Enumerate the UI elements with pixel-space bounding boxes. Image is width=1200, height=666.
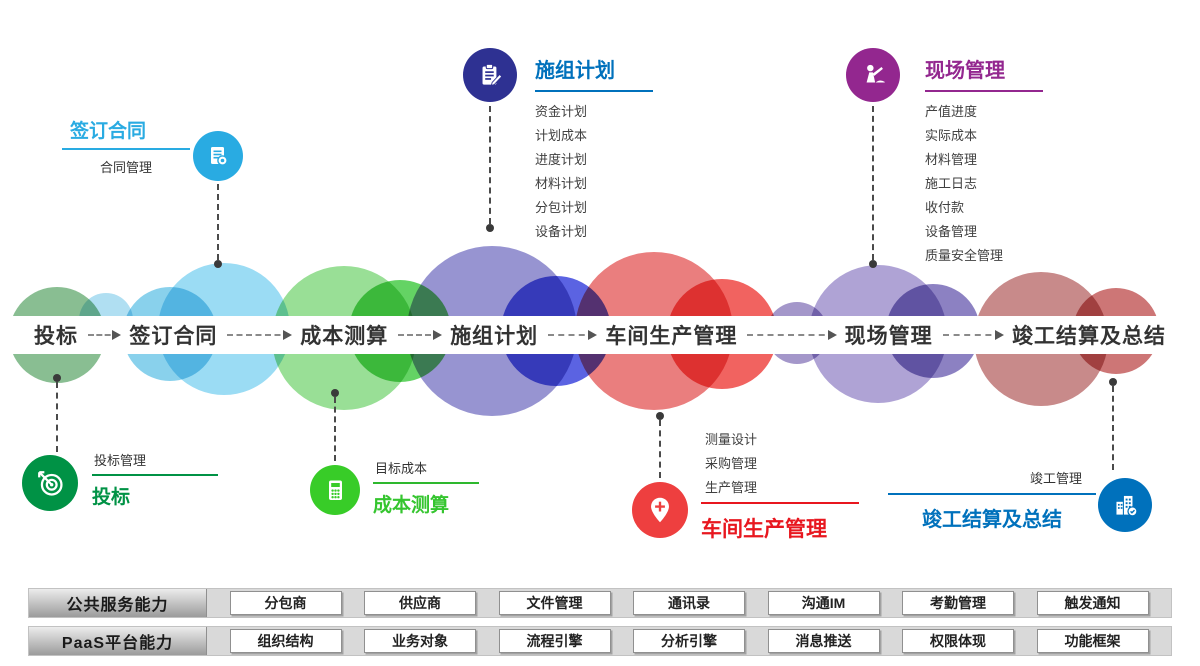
connector-plan bbox=[486, 106, 494, 232]
capability-row-paas-platform: PaaS平台能力 组织结构业务对象流程引擎分析引擎消息推送权限体现功能框架 bbox=[28, 626, 1172, 656]
callout-contract-title: 签订合同 bbox=[62, 116, 190, 150]
plan-list-item: 资金计划 bbox=[535, 104, 588, 119]
site-worker-icon bbox=[846, 48, 900, 102]
capability-row-header: PaaS平台能力 bbox=[29, 627, 207, 655]
callout-plan-title: 施组计划 bbox=[535, 54, 653, 92]
capability-item: 通讯录 bbox=[633, 591, 745, 615]
timeline-arrow bbox=[227, 330, 293, 340]
timeline-stage-plan: 施组计划 bbox=[450, 325, 539, 348]
connector-site bbox=[869, 106, 877, 268]
process-timeline: 投标 签订合同 成本测算 施组计划 车间生产管理 现场管理 竣工结算及总结 bbox=[0, 316, 1200, 354]
site-list-item: 产值进度 bbox=[925, 104, 978, 119]
capability-row-items: 组织结构业务对象流程引擎分析引擎消息推送权限体现功能框架 bbox=[207, 629, 1171, 653]
timeline-arrow bbox=[747, 330, 837, 340]
capability-item: 权限体现 bbox=[902, 629, 1014, 653]
connector-completion bbox=[1109, 378, 1117, 470]
callout-workshop: 测量设计采购管理生产管理 车间生产管理 bbox=[701, 428, 859, 543]
capability-item: 触发通知 bbox=[1036, 591, 1149, 615]
callout-bid: 投标管理 投标 bbox=[92, 450, 218, 509]
timeline-stage-cost: 成本测算 bbox=[300, 325, 389, 348]
capability-rows: 公共服务能力 分包商供应商文件管理通讯录沟通IM 考勤管理触发通知 PaaS平台能… bbox=[28, 588, 1172, 656]
callout-bid-subtitle: 投标管理 bbox=[92, 450, 218, 476]
connector-bid bbox=[53, 374, 61, 452]
capability-row-public-services: 公共服务能力 分包商供应商文件管理通讯录沟通IM 考勤管理触发通知 bbox=[28, 588, 1172, 618]
site-list-item: 材料管理 bbox=[925, 152, 978, 167]
capability-item: 供应商 bbox=[364, 591, 476, 615]
site-list-item: 收付款 bbox=[925, 200, 965, 215]
plan-list-item: 材料计划 bbox=[535, 176, 588, 191]
timeline-stage-completion: 竣工结算及总结 bbox=[1011, 325, 1166, 348]
site-list-item: 施工日志 bbox=[925, 176, 978, 191]
callout-workshop-list: 测量设计采购管理生产管理 bbox=[701, 428, 859, 500]
timeline-stage-site: 现场管理 bbox=[844, 325, 933, 348]
timeline-arrow bbox=[398, 330, 443, 340]
callout-cost-title: 成本测算 bbox=[373, 495, 450, 516]
timeline-arrow bbox=[548, 330, 598, 340]
capability-item: 流程引擎 bbox=[498, 629, 611, 653]
capability-item: 考勤管理 bbox=[902, 591, 1014, 615]
timeline-arrow bbox=[942, 330, 1005, 340]
callout-site-list: 产值进度实际成本材料管理施工日志收付款设备管理质量安全管理 bbox=[925, 100, 1043, 268]
site-list-item: 实际成本 bbox=[925, 128, 978, 143]
capability-item: 消息推送 bbox=[767, 629, 880, 653]
callout-workshop-title: 车间生产管理 bbox=[701, 518, 827, 541]
cost-calculator-icon bbox=[310, 465, 360, 515]
timeline-stage-contract: 签订合同 bbox=[129, 325, 218, 348]
callout-site-title: 现场管理 bbox=[925, 54, 1043, 92]
plan-icon bbox=[463, 48, 517, 102]
timeline-arrow bbox=[88, 330, 122, 340]
callout-site: 现场管理 产值进度实际成本材料管理施工日志收付款设备管理质量安全管理 bbox=[925, 54, 1043, 268]
plan-list-item: 分包计划 bbox=[535, 200, 588, 215]
connector-workshop bbox=[656, 412, 664, 478]
workshop-list-item: 测量设计 bbox=[705, 432, 758, 447]
callout-plan: 施组计划 资金计划计划成本进度计划材料计划分包计划设备计划 bbox=[535, 54, 653, 244]
workshop-list-item: 采购管理 bbox=[705, 456, 758, 471]
connector-contract bbox=[214, 184, 222, 268]
capability-row-header: 公共服务能力 bbox=[29, 589, 207, 617]
capability-item: 文件管理 bbox=[498, 591, 611, 615]
callout-completion: 竣工管理 竣工结算及总结 bbox=[888, 468, 1096, 532]
contract-icon bbox=[193, 131, 243, 181]
bid-target-icon bbox=[22, 455, 78, 511]
workshop-pin-icon bbox=[632, 482, 688, 538]
capability-row-items: 分包商供应商文件管理通讯录沟通IM 考勤管理触发通知 bbox=[207, 591, 1171, 615]
site-list-item: 设备管理 bbox=[925, 224, 978, 239]
callout-completion-title: 竣工结算及总结 bbox=[922, 509, 1062, 531]
capability-item: 业务对象 bbox=[364, 629, 476, 653]
capability-item: 分包商 bbox=[229, 591, 342, 615]
plan-list-item: 设备计划 bbox=[535, 224, 588, 239]
capability-item: 沟通IM bbox=[767, 591, 880, 615]
callout-workshop-underline bbox=[701, 502, 859, 504]
callout-completion-subtitle: 竣工管理 bbox=[888, 468, 1096, 495]
capability-item: 分析引擎 bbox=[633, 629, 745, 653]
site-list-item: 质量安全管理 bbox=[925, 248, 1004, 263]
completion-building-icon bbox=[1098, 478, 1152, 532]
workshop-list-item: 生产管理 bbox=[705, 480, 758, 495]
callout-contract: 签订合同 合同管理 bbox=[62, 116, 190, 176]
callout-plan-list: 资金计划计划成本进度计划材料计划分包计划设备计划 bbox=[535, 100, 653, 244]
callout-contract-subtitle: 合同管理 bbox=[99, 160, 152, 175]
capability-item: 组织结构 bbox=[229, 629, 342, 653]
timeline-stage-workshop: 车间生产管理 bbox=[605, 325, 738, 348]
connector-cost bbox=[331, 389, 339, 461]
plan-list-item: 进度计划 bbox=[535, 152, 588, 167]
callout-bid-title: 投标 bbox=[92, 487, 131, 508]
callout-cost: 目标成本 成本测算 bbox=[373, 458, 479, 517]
callout-cost-subtitle: 目标成本 bbox=[373, 458, 479, 484]
timeline-stage-bid: 投标 bbox=[34, 325, 78, 348]
capability-item: 功能框架 bbox=[1036, 629, 1149, 653]
plan-list-item: 计划成本 bbox=[535, 128, 588, 143]
